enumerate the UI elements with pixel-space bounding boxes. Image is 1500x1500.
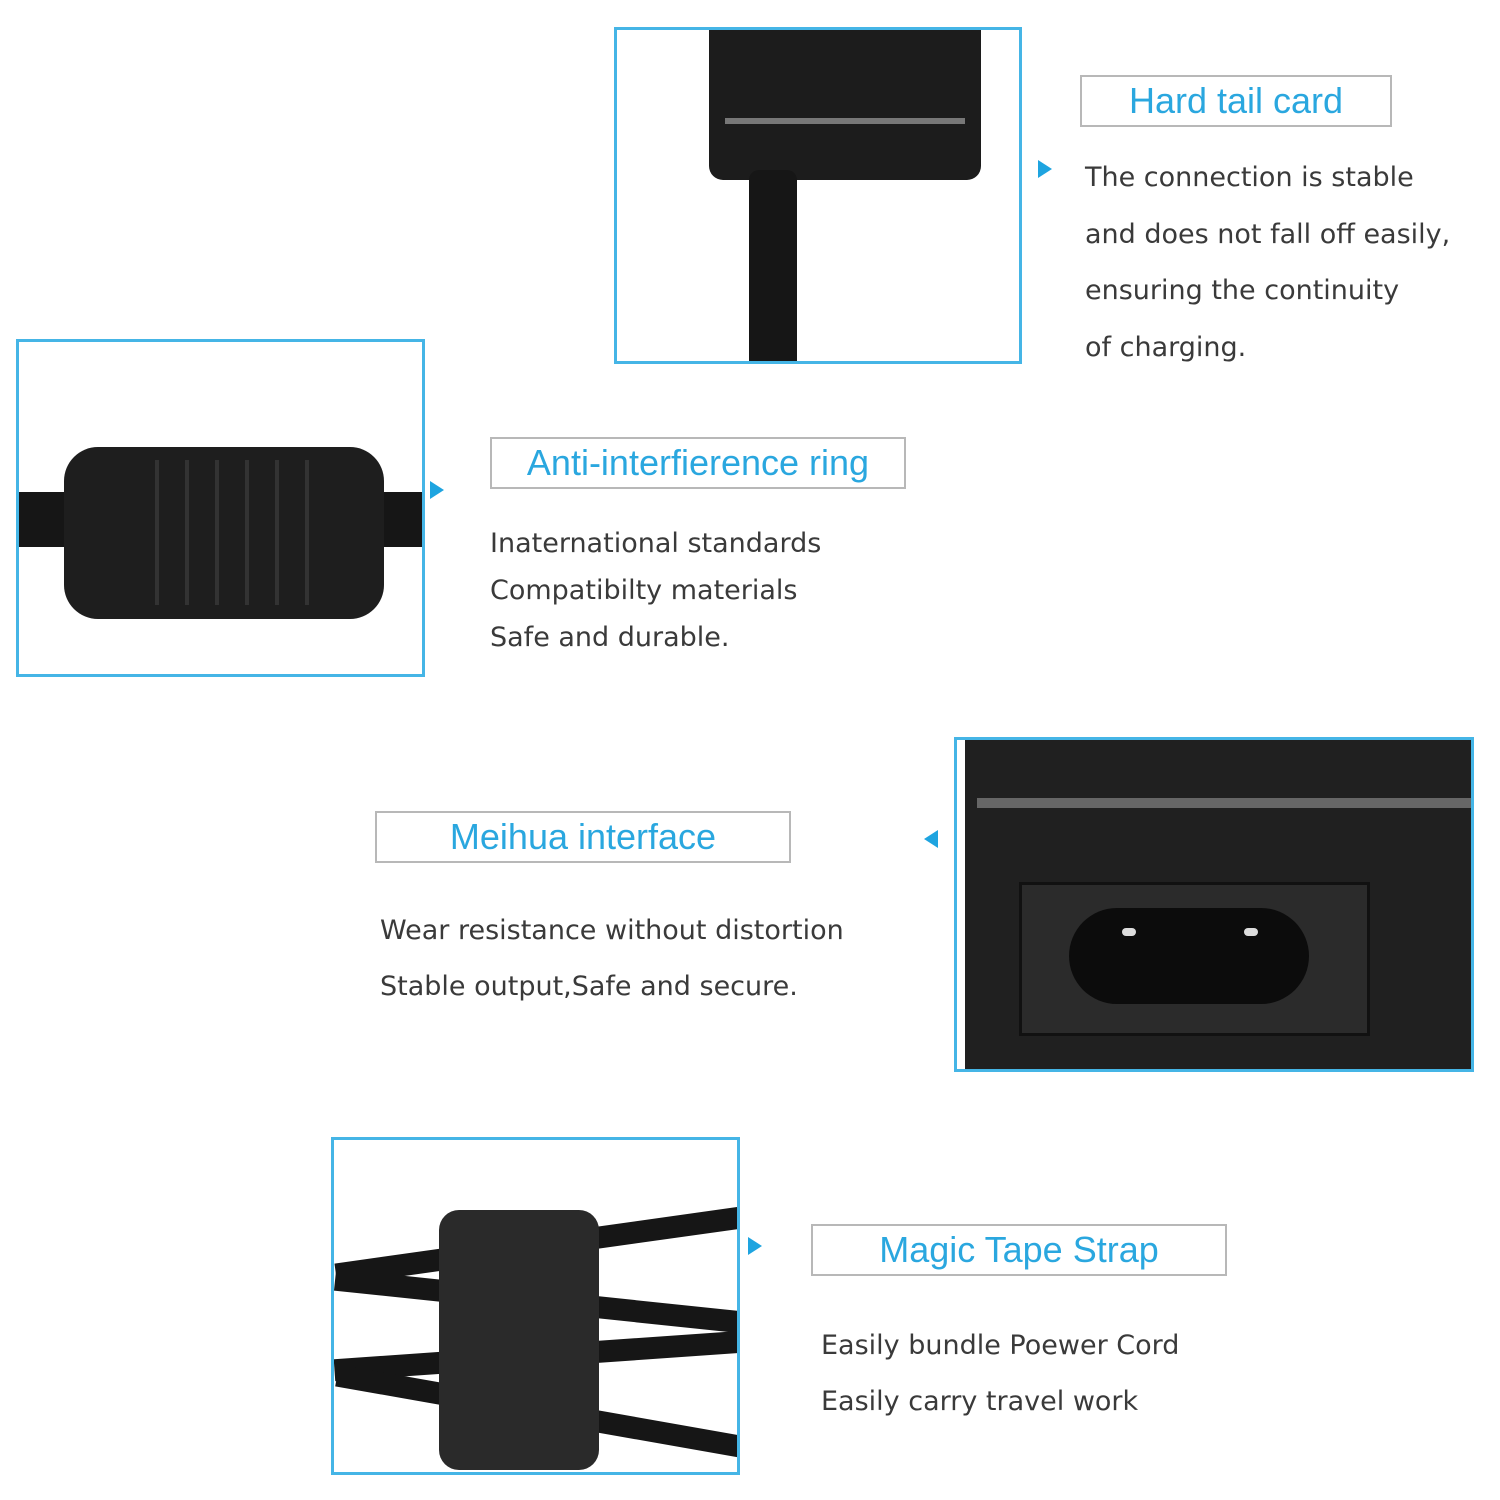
description-line: Inaternational standards	[490, 528, 822, 559]
feature-description: The connection is stable and does not fa…	[1085, 150, 1450, 376]
description-line: Wear resistance without distortion	[380, 915, 844, 946]
feature-title: Anti-interfierence ring	[490, 437, 906, 489]
feature-title: Meihua interface	[375, 811, 791, 863]
arrow-left-icon	[924, 830, 938, 848]
description-line: of charging.	[1085, 331, 1247, 363]
description-line: ensuring the continuity	[1085, 275, 1400, 306]
feature-description: Inaternational standards Compatibilty ma…	[490, 520, 821, 661]
description-line: Easily carry travel work	[821, 1386, 1139, 1417]
description-line: Compatibilty materials	[490, 575, 798, 606]
anti-interference-ring-photo	[16, 339, 425, 677]
magic-tape-strap-photo	[331, 1137, 740, 1475]
description-line: and does not fall off easily,	[1085, 218, 1451, 250]
description-line: Stable output,Safe and secure.	[380, 971, 798, 1002]
meihua-interface-photo	[954, 737, 1474, 1072]
description-line: The connection is stable	[1085, 162, 1414, 193]
feature-title: Hard tail card	[1080, 75, 1392, 127]
description-line: Easily bundle Poewer Cord	[821, 1330, 1180, 1361]
arrow-right-icon	[1038, 160, 1052, 178]
feature-description: Easily bundle Poewer Cord Easily carry t…	[821, 1318, 1179, 1430]
arrow-right-icon	[748, 1237, 762, 1255]
hard-tail-card-photo	[614, 27, 1022, 364]
feature-description: Wear resistance without distortion Stabl…	[380, 903, 844, 1015]
feature-title: Magic Tape Strap	[811, 1224, 1227, 1276]
arrow-right-icon	[430, 481, 444, 499]
description-line: Safe and durable.	[490, 622, 730, 653]
